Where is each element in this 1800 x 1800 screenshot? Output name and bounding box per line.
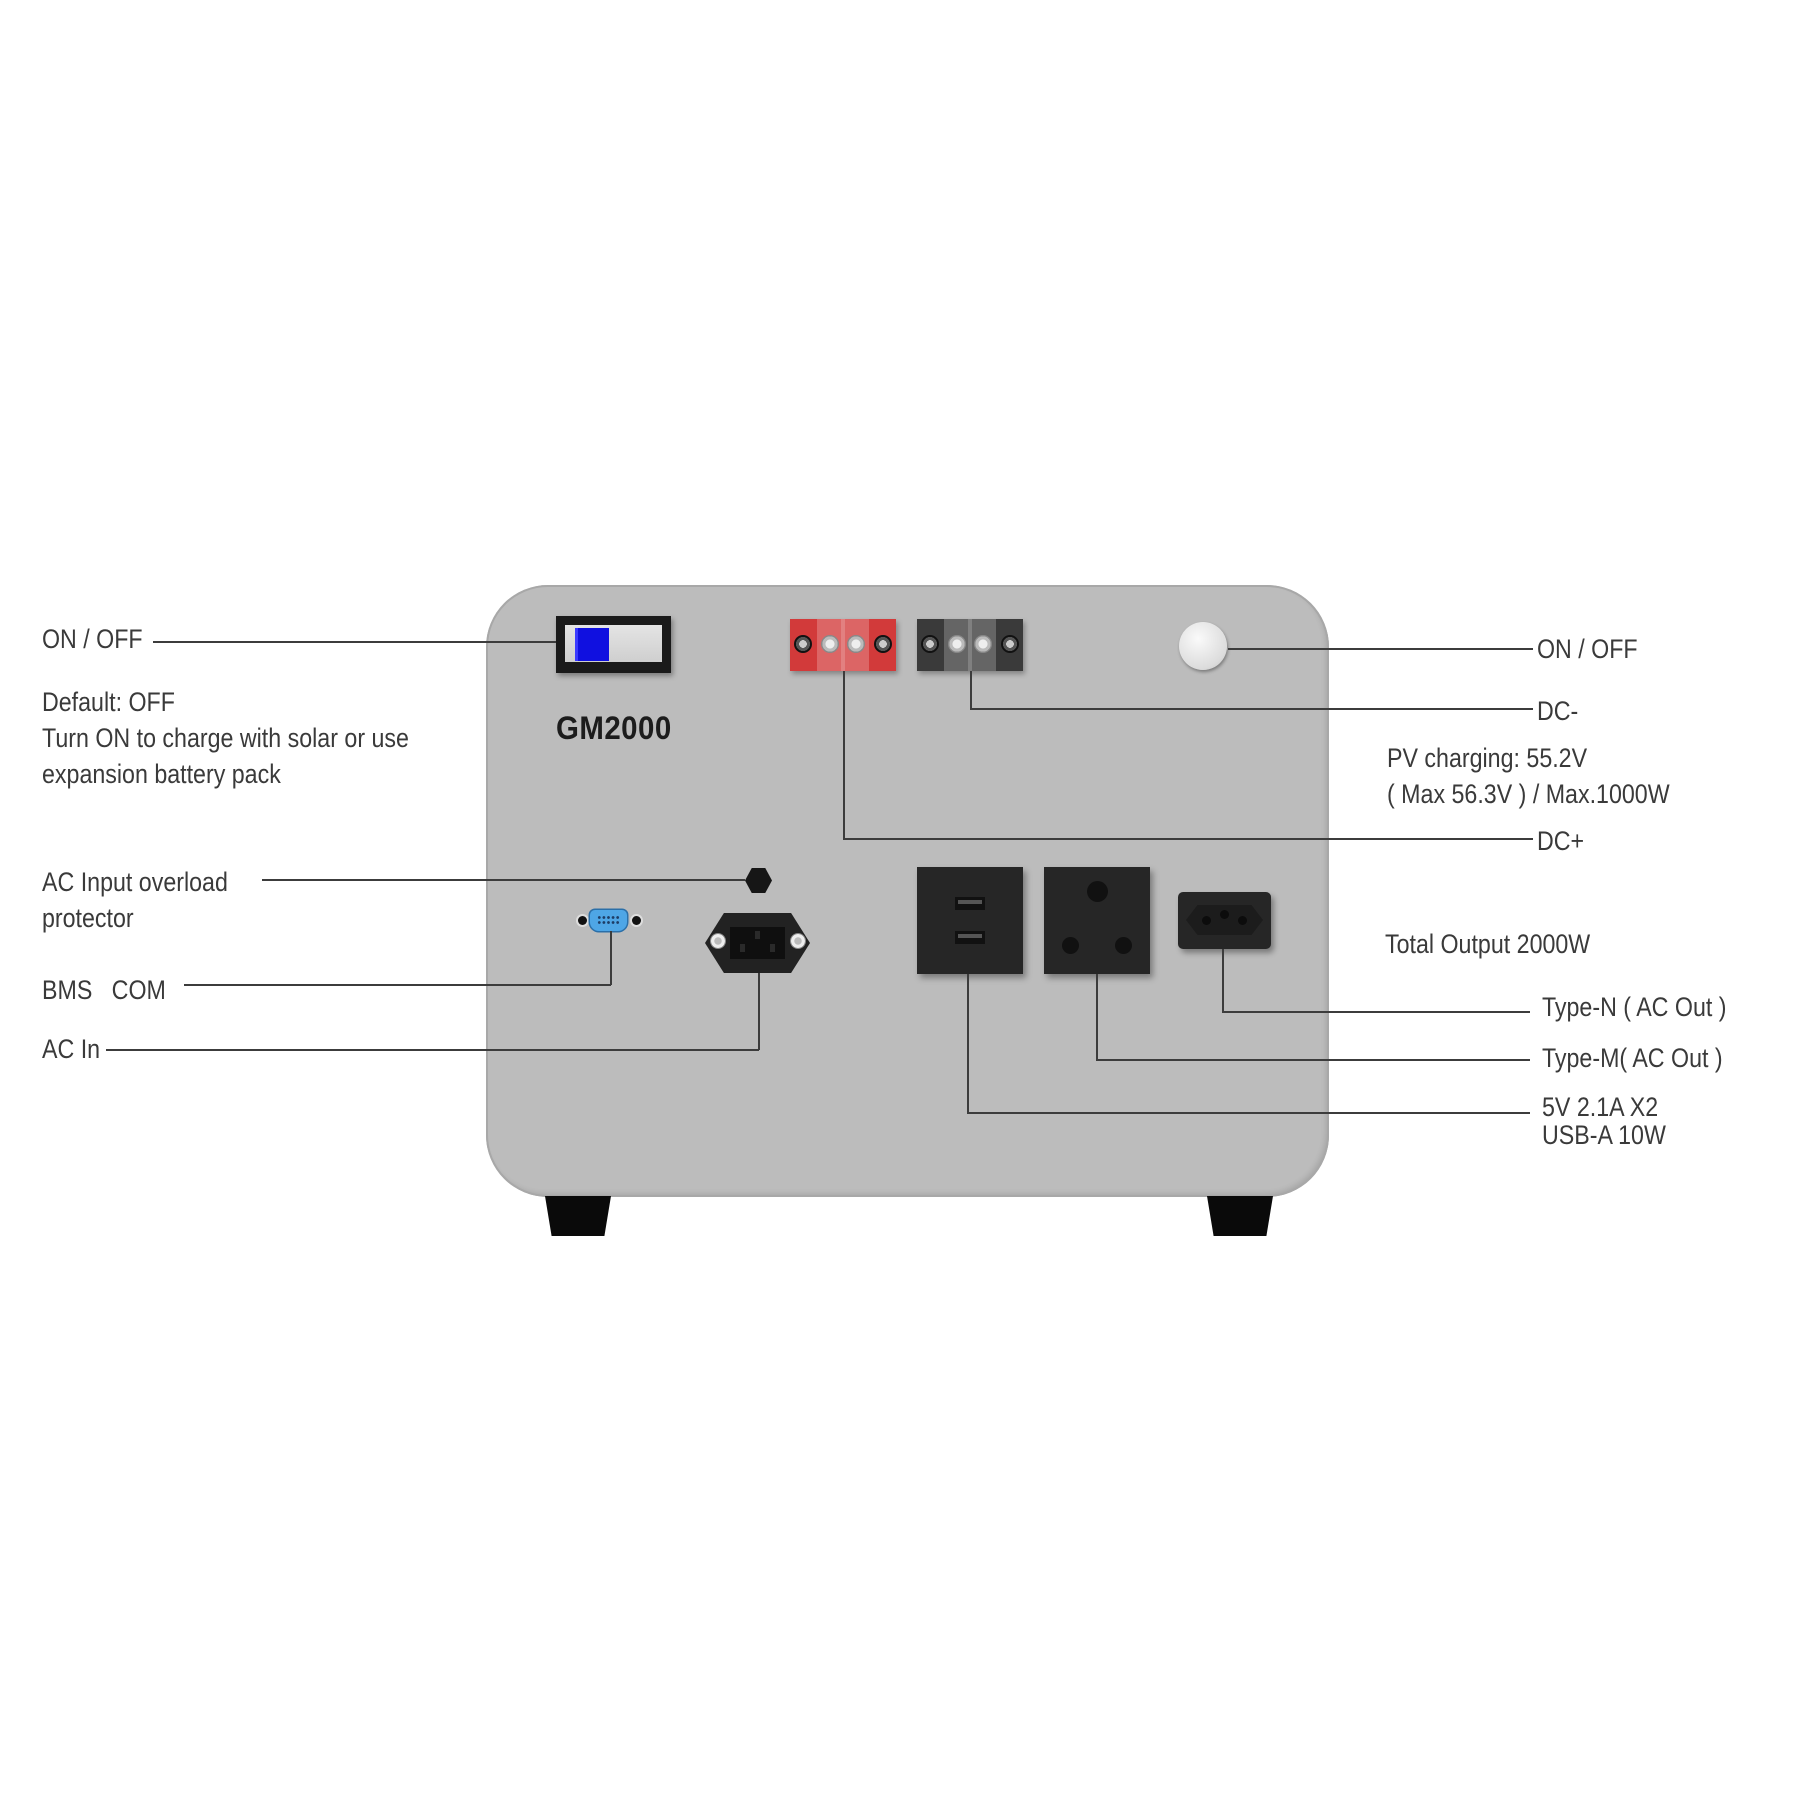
terminal-screw-icon xyxy=(847,635,865,653)
label-pv-charging-1: PV charging: 55.2V xyxy=(1387,743,1588,773)
power-button[interactable] xyxy=(1179,622,1227,670)
leader-line xyxy=(184,984,611,986)
leader-line xyxy=(843,671,845,839)
leader-line xyxy=(970,708,1533,710)
leader-line xyxy=(262,879,745,881)
leader-line xyxy=(970,671,972,709)
model-name: GM2000 xyxy=(556,710,672,746)
label-breaker-switch: ON / OFF xyxy=(42,624,143,654)
leader-line xyxy=(758,973,760,1050)
db9-screw-icon xyxy=(578,916,587,925)
leader-line xyxy=(967,974,969,1113)
leader-line xyxy=(1096,974,1098,1060)
leader-line xyxy=(1222,1011,1530,1013)
dc-positive-terminal[interactable] xyxy=(790,619,896,671)
switch-bezel xyxy=(565,625,662,662)
terminal-screw-icon xyxy=(794,635,812,653)
terminal-screw-icon xyxy=(921,635,939,653)
label-ac-in: AC In xyxy=(42,1034,101,1064)
type-m-outlet[interactable] xyxy=(1044,867,1150,974)
terminal-screw-icon xyxy=(974,635,992,653)
ac-in-screw-icon xyxy=(711,934,725,948)
device-front-panel xyxy=(486,585,1329,1197)
label-type-n: Type-N ( AC Out ) xyxy=(1542,992,1727,1022)
leader-line xyxy=(610,931,612,985)
label-total-output: Total Output 2000W xyxy=(1385,929,1591,959)
leader-line xyxy=(1096,1059,1530,1061)
live-pin-icon xyxy=(1062,937,1079,954)
label-breaker-note-1: Default: OFF xyxy=(42,687,175,717)
left-foot xyxy=(545,1196,611,1236)
leader-line xyxy=(967,1112,1530,1114)
leader-line xyxy=(106,1049,759,1051)
dc-negative-terminal[interactable] xyxy=(917,619,1023,671)
pin-icon xyxy=(1220,910,1229,919)
label-usb-1: 5V 2.1A X2 xyxy=(1542,1092,1659,1122)
leader-line xyxy=(843,838,1533,840)
label-power-button: ON / OFF xyxy=(1537,634,1638,664)
ac-in-screw-icon xyxy=(791,934,805,948)
label-ac-protector-2: protector xyxy=(42,903,134,933)
leader-line xyxy=(1228,648,1533,650)
label-ac-protector-1: AC Input overload xyxy=(42,867,228,897)
label-breaker-note-3: expansion battery pack xyxy=(42,759,281,789)
overload-protector-icon[interactable] xyxy=(745,868,772,893)
db9-screw-icon xyxy=(632,916,641,925)
db9-pins-icon xyxy=(597,915,620,925)
label-breaker-note-2: Turn ON to charge with solar or use xyxy=(42,723,409,753)
breaker-rocker-switch[interactable] xyxy=(556,616,671,673)
neutral-pin-icon xyxy=(1115,937,1132,954)
terminal-screw-icon xyxy=(948,635,966,653)
pin-icon xyxy=(1202,916,1211,925)
usb-port-icon[interactable] xyxy=(955,897,985,910)
label-dc-positive: DC+ xyxy=(1537,826,1585,856)
leader-line xyxy=(1222,949,1224,1012)
terminal-screw-icon xyxy=(1001,635,1019,653)
right-foot xyxy=(1207,1196,1273,1236)
earth-pin-icon xyxy=(1087,881,1108,902)
label-pv-charging-2: ( Max 56.3V ) / Max.1000W xyxy=(1387,779,1670,809)
pin-icon xyxy=(1238,916,1247,925)
label-usb-2: USB-A 10W xyxy=(1542,1120,1666,1150)
terminal-screw-icon xyxy=(874,635,892,653)
usb-a-outlet[interactable] xyxy=(917,867,1023,974)
type-n-outlet[interactable] xyxy=(1178,892,1271,949)
bms-com-port[interactable] xyxy=(590,910,627,931)
label-type-m: Type-M( AC Out ) xyxy=(1542,1043,1723,1073)
usb-port-icon[interactable] xyxy=(955,931,985,944)
terminal-screw-icon xyxy=(821,635,839,653)
switch-actuator-icon xyxy=(575,628,609,661)
leader-line xyxy=(153,641,556,643)
label-dc-negative: DC- xyxy=(1537,696,1579,726)
label-bms-com: BMS COM xyxy=(42,975,166,1005)
